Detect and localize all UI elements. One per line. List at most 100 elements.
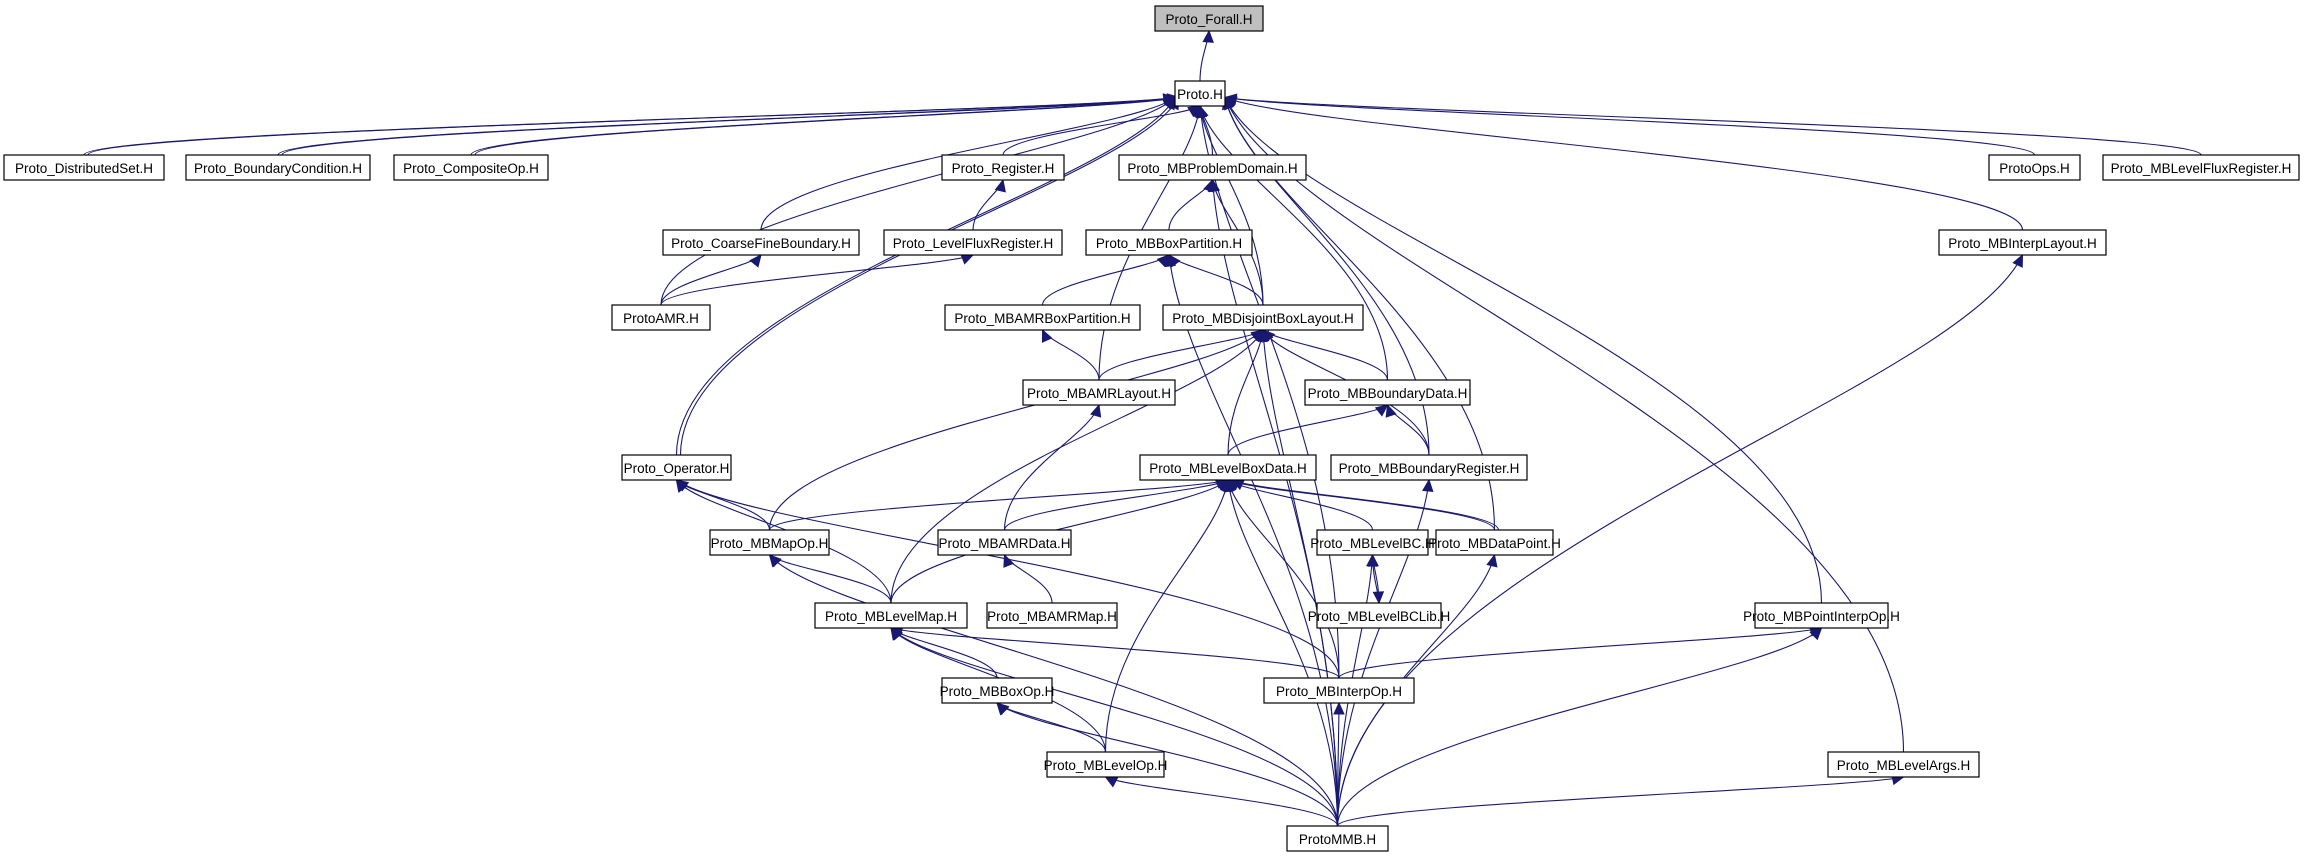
- node-box: [1316, 602, 1442, 629]
- edge-line: [1002, 105, 1201, 156]
- node-proto-mbboundarydata-h[interactable]: Proto_MBBoundaryData.H: [1304, 379, 1471, 406]
- node-proto-compositeop-h[interactable]: Proto_CompositeOp.H: [393, 154, 549, 181]
- node-label: Proto_MBBoundaryData.H: [1308, 386, 1468, 401]
- edge-line: [1336, 554, 1374, 827]
- node-proto-operator-h[interactable]: Proto_Operator.H: [621, 454, 732, 481]
- node-proto-mblevelargs-h[interactable]: Proto_MBLevelArgs.H: [1827, 751, 1980, 778]
- node-proto-mblevelop-h[interactable]: Proto_MBLevelOp.H: [1044, 751, 1168, 778]
- node-proto-register-h[interactable]: Proto_Register.H: [941, 154, 1065, 181]
- node-proto-mbamrlayout-h[interactable]: Proto_MBAMRLayout.H: [1022, 379, 1176, 406]
- edge-mbpointinterpop-to-proto: [1224, 96, 1823, 604]
- edge-line: [1098, 105, 1201, 381]
- node-proto-mbdatapoint-h[interactable]: Proto_MBDataPoint.H: [1428, 529, 1561, 556]
- edge-line: [474, 96, 1180, 156]
- node-protoamr-h[interactable]: ProtoAMR.H: [611, 304, 711, 331]
- edge-line: [281, 96, 1180, 156]
- node-label: Proto_DistributedSet.H: [15, 161, 153, 176]
- node-proto-mbboundaryregister-h[interactable]: Proto_MBBoundaryRegister.H: [1330, 454, 1528, 481]
- arrowhead-icon: [749, 254, 762, 268]
- arrowhead-icon: [1422, 478, 1434, 493]
- edge-line: [676, 479, 1340, 679]
- node-proto-mbinterplayout-h[interactable]: Proto_MBInterpLayout.H: [1938, 229, 2107, 256]
- node-box: [662, 229, 860, 256]
- arrowhead-icon: [1333, 701, 1345, 715]
- arrowhead-icon: [890, 627, 903, 641]
- node-box: [1330, 454, 1528, 481]
- edge-mbinterpop-to-mblevelmap: [889, 625, 1340, 679]
- edge-line: [1231, 479, 1500, 531]
- edge-protommb-to-mbpointinterpop: [1336, 627, 1823, 827]
- edge-mbamrmap-to-mbamrdata: [1003, 553, 1053, 604]
- edge-mbamrdata-to-mblbd: [1003, 479, 1230, 531]
- node-proto-mbboxop-h[interactable]: Proto_MBBoxOp.H: [940, 677, 1055, 704]
- node-proto-mbamrmap-h[interactable]: Proto_MBAMRMap.H: [986, 602, 1118, 629]
- arrowhead-icon: [1003, 553, 1015, 568]
- node-box: [1139, 454, 1317, 481]
- node-label: Proto_MBLevelArgs.H: [1837, 758, 1971, 773]
- edge-line: [1199, 105, 1389, 381]
- node-box: [883, 229, 1063, 256]
- node-label: Proto_MBLevelBCLib.H: [1308, 609, 1451, 624]
- edge-mbmapop-to-mbdbl: [768, 329, 1264, 531]
- edge-line: [1224, 97, 1823, 604]
- node-proto-boundarycondition-h[interactable]: Proto_BoundaryCondition.H: [185, 154, 371, 181]
- node-proto-forall-h: Proto_Forall.H: [1154, 5, 1264, 32]
- edge-protoamr-to-lfr: [660, 253, 975, 306]
- node-proto-mbamrboxpartition-h[interactable]: Proto_MBAMRBoxPartition.H: [944, 304, 1141, 331]
- node-box: [1154, 5, 1264, 32]
- node-proto-mbinterpop-h[interactable]: Proto_MBInterpOp.H: [1263, 677, 1415, 704]
- arrowhead-icon: [1223, 478, 1236, 493]
- node-label: Proto_MBAMRMap.H: [987, 609, 1117, 624]
- node-proto-levelfluxregister-h[interactable]: Proto_LevelFluxRegister.H: [883, 229, 1063, 256]
- edge-line: [1003, 479, 1229, 531]
- node-label: ProtoOps.H: [1999, 161, 2070, 176]
- node-proto-mblevelbclib-h[interactable]: Proto_MBLevelBCLib.H: [1308, 602, 1451, 629]
- arrowhead-icon: [1195, 104, 1207, 119]
- node-proto-mblevelbc-h[interactable]: Proto_MBLevelBC.H: [1310, 529, 1435, 556]
- node-box: [1988, 154, 2081, 181]
- edge-mbamrlayout-to-mbamrboxpart: [1041, 328, 1100, 381]
- edge-lfr-to-register: [972, 178, 1006, 231]
- node-label: Proto_MBInterpLayout.H: [1948, 236, 2097, 251]
- edge-mblevelargs-to-proto: [1224, 96, 1905, 753]
- node-protoops-h[interactable]: ProtoOps.H: [1988, 154, 2081, 181]
- node-box: [1022, 379, 1176, 406]
- node-protommb-h[interactable]: ProtoMMB.H: [1286, 825, 1389, 852]
- node-proto-mbpointinterpop-h[interactable]: Proto_MBPointInterpOp.H: [1743, 602, 1900, 629]
- node-proto-h[interactable]: Proto.H: [1174, 80, 1226, 107]
- node-proto-mbproblemdomain-h[interactable]: Proto_MBProblemDomain.H: [1118, 154, 1307, 181]
- node-label: Proto_MBBoundaryRegister.H: [1339, 461, 1520, 476]
- node-box: [1046, 751, 1165, 778]
- node-proto-mbmapop-h[interactable]: Proto_MBMapOp.H: [709, 529, 830, 556]
- arrowhead-icon: [675, 479, 690, 492]
- edge-mblbd-to-mbbdata: [1227, 404, 1389, 456]
- edge-line: [1224, 96, 2202, 156]
- node-box: [941, 154, 1065, 181]
- edges-layer: [83, 29, 2202, 827]
- edge-mbinterpop-to-operator: [675, 479, 1340, 679]
- node-proto-mbboxpartition-h[interactable]: Proto_MBBoxPartition.H: [1085, 229, 1253, 256]
- edge-mbinterpop-to-mbpointinterpop: [1338, 625, 1823, 679]
- node-proto-mbamrdata-h[interactable]: Proto_MBAMRData.H: [937, 529, 1072, 556]
- edge-line: [1227, 479, 1339, 827]
- node-box: [1304, 379, 1471, 406]
- node-proto-mblevelfluxregister-h[interactable]: Proto_MBLevelFluxRegister.H: [2102, 154, 2300, 181]
- node-label: Proto_MBBoxPartition.H: [1096, 236, 1242, 251]
- node-box: [814, 602, 968, 629]
- arrowhead-icon: [1809, 627, 1823, 641]
- node-proto-mblevelmap-h[interactable]: Proto_MBLevelMap.H: [814, 602, 968, 629]
- node-proto-mbdisjointboxlayout-h[interactable]: Proto_MBDisjointBoxLayout.H: [1162, 304, 1364, 331]
- edge-mbmapop-to-mblbd: [768, 477, 1230, 531]
- edge-mbbreg-to-mbbdata: [1385, 403, 1430, 456]
- node-label: ProtoMMB.H: [1299, 832, 1376, 847]
- edge-line: [768, 479, 1229, 531]
- node-box: [1162, 304, 1364, 331]
- node-proto-mblevelboxdata-h[interactable]: Proto_MBLevelBoxData.H: [1139, 454, 1317, 481]
- edge-protommb-to-mblbd: [1223, 478, 1339, 827]
- node-label: Proto_MBLevelOp.H: [1044, 758, 1168, 773]
- nodes-layer: Proto_Forall.H Proto.H Proto_DistributedSe…: [3, 5, 2300, 852]
- node-proto-distributedset-h[interactable]: Proto_DistributedSet.H: [3, 154, 165, 181]
- arrowhead-icon: [1257, 328, 1270, 342]
- node-proto-coarsefineboundary-h[interactable]: Proto_CoarseFineBoundary.H: [662, 229, 860, 256]
